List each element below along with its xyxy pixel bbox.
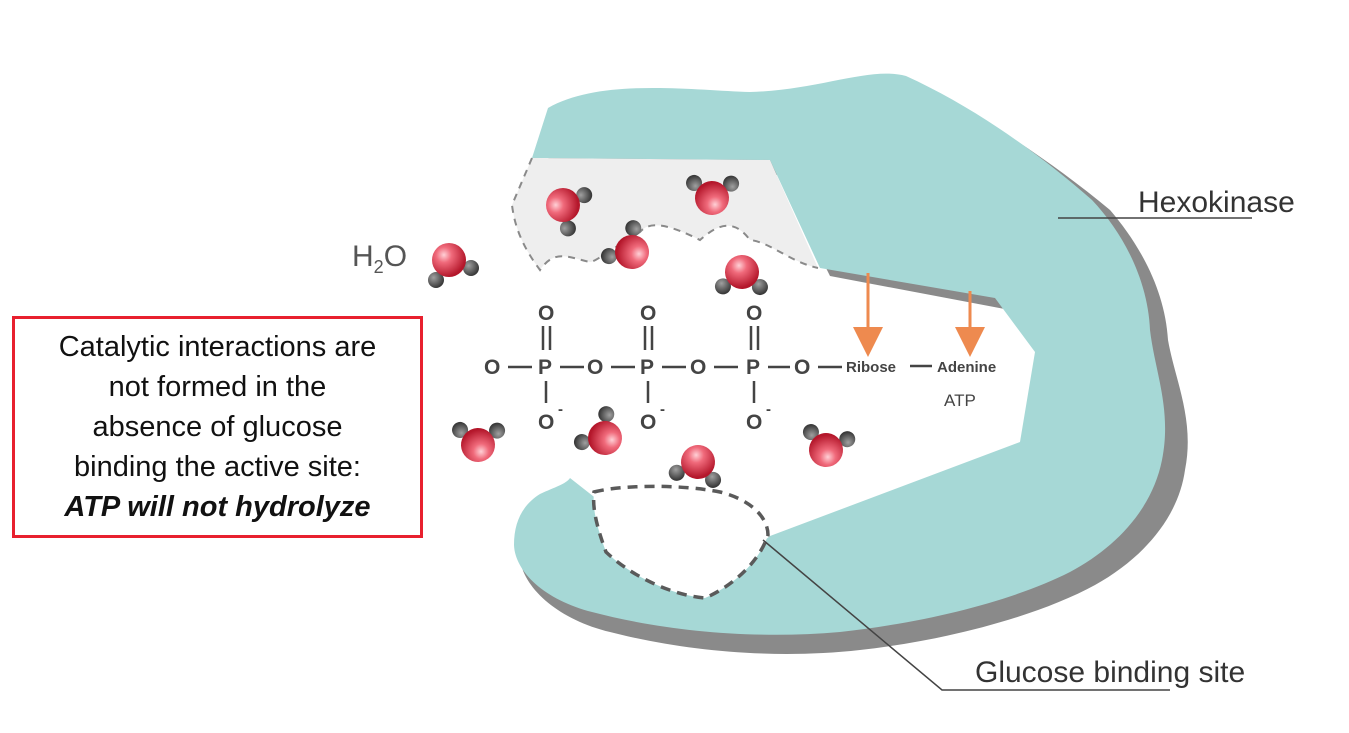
glucose-site-leader bbox=[762, 539, 1170, 691]
charge-minus3: - bbox=[766, 401, 771, 418]
charge-minus2: - bbox=[660, 401, 665, 418]
atom-o-bottom2: O bbox=[640, 411, 656, 434]
atom-p1: P bbox=[538, 356, 552, 379]
atp-molecule: O P O O - O P O O - O P O O - O Ribos bbox=[484, 302, 996, 434]
atom-p3: P bbox=[746, 356, 760, 379]
atp-label: ATP bbox=[944, 391, 976, 410]
ribose-label: Ribose bbox=[846, 359, 896, 376]
glucose-site-label: Glucose binding site bbox=[975, 656, 1246, 689]
water-label: H2O bbox=[352, 240, 408, 277]
water-molecule bbox=[713, 249, 776, 309]
atom-o-bottom1: O bbox=[538, 411, 554, 434]
water-molecule bbox=[444, 408, 507, 468]
hexokinase-label: Hexokinase bbox=[1138, 186, 1295, 219]
water-molecule bbox=[792, 411, 859, 475]
atom-o-start: O bbox=[484, 356, 500, 379]
atom-o-top1: O bbox=[538, 302, 554, 325]
charge-minus1: - bbox=[558, 401, 563, 418]
adenine-label: Adenine bbox=[937, 359, 996, 376]
callout-line: absence of glucose bbox=[92, 411, 343, 443]
callout-line: binding the active site: bbox=[74, 451, 361, 483]
callout-box: Catalytic interactions are not formed in… bbox=[12, 316, 423, 538]
glucose-binding-site bbox=[591, 484, 770, 600]
atom-o-bridge1: O bbox=[587, 356, 603, 379]
atom-o-top2: O bbox=[640, 302, 656, 325]
callout-line: Catalytic interactions are bbox=[58, 331, 377, 363]
atom-o-ester: O bbox=[794, 356, 810, 379]
hexokinase-body bbox=[514, 73, 1166, 635]
water-molecule bbox=[428, 243, 479, 288]
water-molecule bbox=[565, 403, 632, 467]
atom-o-bridge2: O bbox=[690, 356, 706, 379]
atom-o-top3: O bbox=[746, 302, 762, 325]
atom-p2: P bbox=[640, 356, 654, 379]
atom-o-bottom3: O bbox=[746, 411, 762, 434]
solvent-region bbox=[512, 158, 818, 270]
callout-emphasis: ATP will not hydrolyze bbox=[64, 491, 371, 523]
callout-line: not formed in the bbox=[108, 371, 327, 403]
